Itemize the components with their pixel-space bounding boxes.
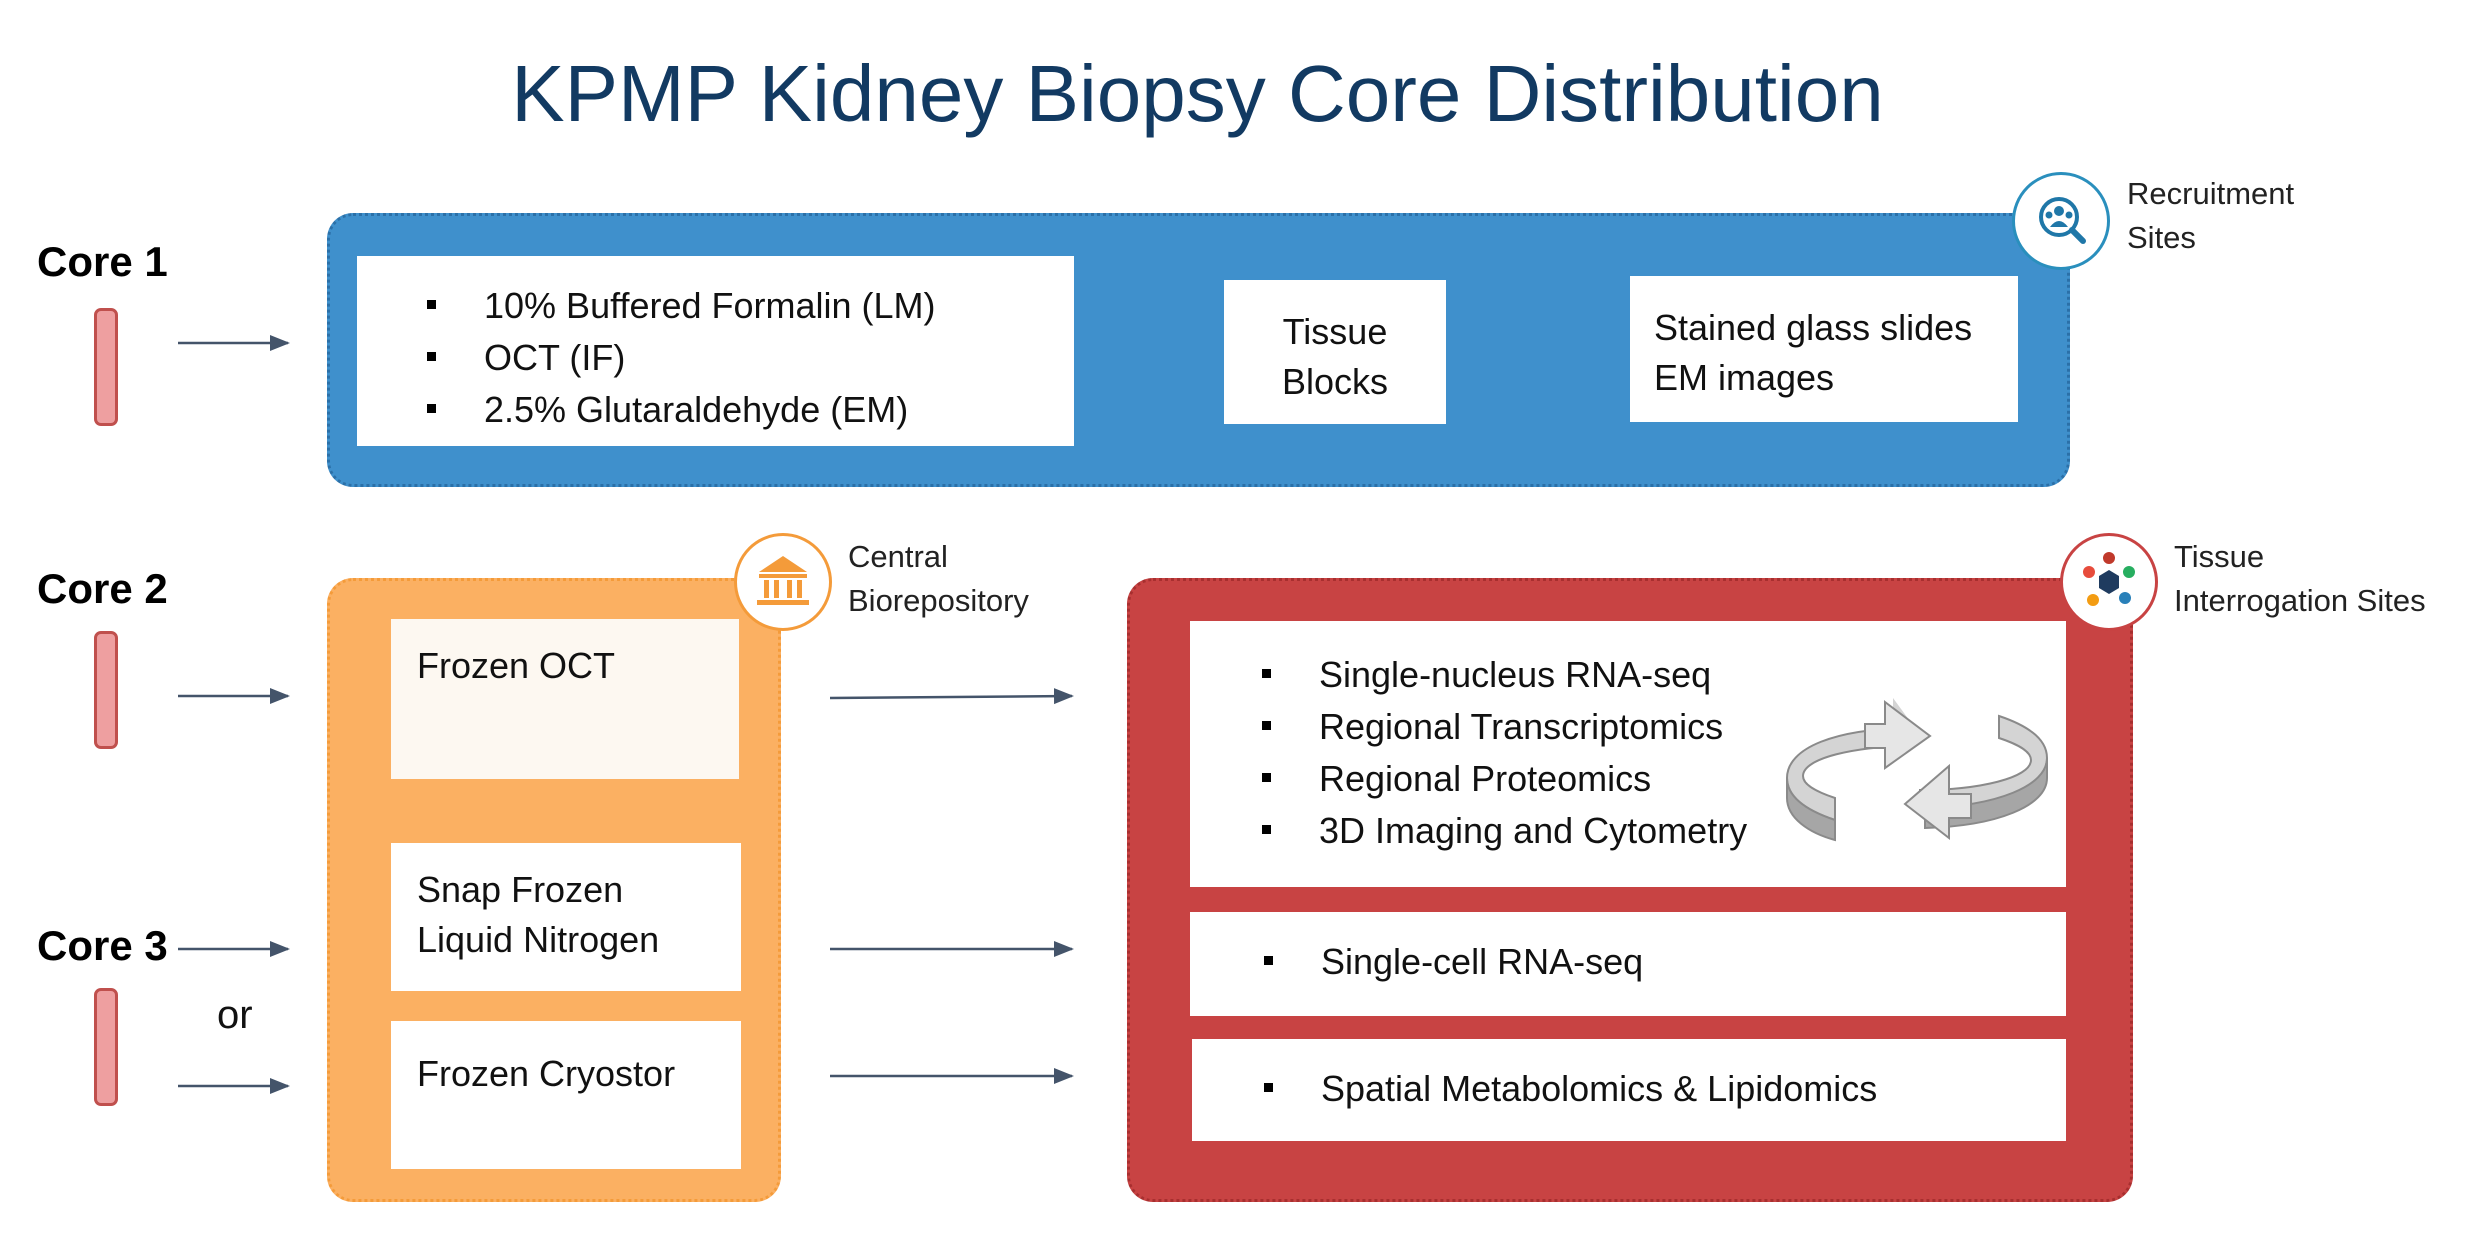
core-1-label: Core 1	[37, 238, 168, 285]
core-2-tube-icon	[94, 631, 118, 749]
bullet-icon	[427, 300, 436, 309]
fixative-list-box: 10% Buffered Formalin (LM) OCT (IF) 2.5%…	[357, 256, 1074, 446]
bullet-icon	[1264, 956, 1273, 965]
circular-arrows-icon	[1785, 698, 2049, 842]
tissue-blocks-box: Tissue Blocks	[1224, 280, 1446, 424]
core-2-label: Core 2	[37, 565, 168, 612]
bullet-icon	[1262, 825, 1271, 834]
bullet-icon	[1264, 1083, 1273, 1092]
recruitment-search-people-icon	[2012, 172, 2110, 270]
single-cell-box: Single-cell RNA-seq	[1190, 912, 2066, 1016]
assay-item: Regional Transcriptomics	[1262, 701, 2066, 753]
frozen-cryostor-box: Frozen Cryostor	[391, 1021, 741, 1169]
bullet-icon	[1262, 773, 1271, 782]
spatial-metabolomics-box: Spatial Metabolomics & Lipidomics	[1192, 1039, 2066, 1141]
assay-item: Spatial Metabolomics & Lipidomics	[1264, 1063, 2066, 1115]
interrogation-hexagon-icon	[2060, 533, 2158, 631]
core-1-tube-icon	[94, 308, 118, 426]
outputs-box: Stained glass slides EM images	[1630, 276, 2018, 422]
assay-item: Regional Proteomics	[1262, 753, 2066, 805]
or-label: or	[217, 993, 253, 1037]
diagram-title: KPMP Kidney Biopsy Core Distribution	[511, 49, 1884, 138]
fixative-item: 2.5% Glutaraldehyde (EM)	[427, 384, 1074, 436]
fixative-item: 10% Buffered Formalin (LM)	[427, 280, 1074, 332]
assay-item: 3D Imaging and Cytometry	[1262, 805, 2066, 857]
bullet-icon	[427, 352, 436, 361]
core-3-label: Core 3	[37, 922, 168, 969]
bullet-icon	[427, 404, 436, 413]
core-3-tube-icon	[94, 988, 118, 1106]
fixative-item: OCT (IF)	[427, 332, 1074, 384]
arrow-oct-to-nucleus	[829, 688, 1074, 705]
snap-frozen-box: Snap Frozen Liquid Nitrogen	[391, 843, 741, 991]
assay-item: Single-nucleus RNA-seq	[1262, 649, 2066, 701]
multiomics-box: Single-nucleus RNA-seq Regional Transcri…	[1190, 621, 2066, 887]
bullet-icon	[1262, 721, 1271, 730]
bullet-icon	[1262, 669, 1271, 678]
recruitment-sites-label: Recruitment Sites	[2127, 176, 2295, 255]
frozen-oct-box: Frozen OCT	[391, 619, 739, 779]
central-biorepository-label: Central Biorepository	[848, 539, 1029, 618]
tissue-interrogation-sites-label: Tissue Interrogation Sites	[2174, 539, 2426, 618]
assay-item: Single-cell RNA-seq	[1264, 936, 2066, 988]
biorepository-building-icon	[734, 533, 832, 631]
